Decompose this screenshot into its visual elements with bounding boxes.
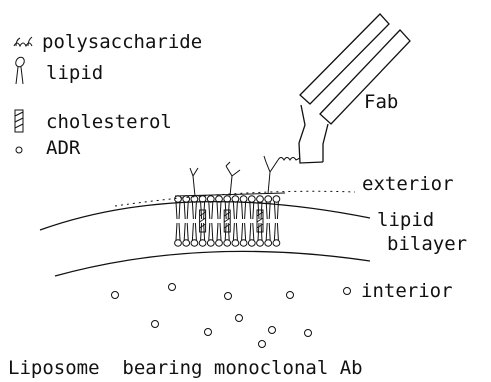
surface-polysaccharide-1 [226,162,240,196]
legend: polysaccharide lipid cholesterol ADR [14,31,202,159]
fab-stem-right [323,124,328,162]
inner-membrane-curve [55,251,370,276]
adr-particle [112,292,119,299]
adr-particle [287,292,294,299]
adr-particle [259,341,266,348]
diagram-caption: Liposome bearing monoclonal Ab [8,357,363,379]
legend-cholesterol-label: cholesterol [46,111,172,133]
adr-particle [225,293,232,300]
lipid-molecule [240,196,247,246]
surface-lipid-1 [190,168,198,196]
lipid-molecule [248,196,255,246]
outer-membrane-curve [40,202,370,230]
lipid-label: lipid [377,209,434,231]
polysaccharide-legend-icon [14,37,32,46]
adr-particle [152,321,159,328]
adr-legend-icon [16,147,22,153]
exterior-dotted-line [115,191,355,206]
adr-particle [305,330,312,337]
lipid-molecule [183,196,190,246]
fab-stem-left [299,105,305,143]
bilayer-label: bilayer [387,233,467,255]
adr-particle [169,284,176,291]
lipid-molecule [175,196,182,246]
interior-label: interior [361,280,453,302]
cholesterol-legend-icon [15,110,23,132]
adr-particle [236,315,243,322]
fab-antibody: Fab [278,14,410,163]
exterior-label: exterior [362,173,454,195]
antibody-linker [278,158,300,161]
lipid-molecule [207,196,214,246]
legend-lipid-label: lipid [46,62,103,84]
fab-label: Fab [364,91,398,113]
lipid-molecule [191,196,198,246]
adr-particle [269,327,276,334]
membrane [40,191,370,276]
lipid-legend-icon [14,56,26,84]
legend-polysaccharide-label: polysaccharide [42,31,202,53]
cholesterol-molecule [224,196,231,246]
surface-polysaccharide-2 [264,156,278,194]
surface-molecules [190,156,278,196]
fab-stem-base [299,143,323,163]
adr-particle [344,288,351,295]
cholesterol-molecule [199,196,206,246]
lipid-molecule [232,196,239,246]
adr-particles [112,284,351,348]
adr-particle [205,329,212,336]
legend-adr-label: ADR [46,137,81,159]
lipid-molecule [273,196,280,246]
lipid-molecule [216,196,223,246]
